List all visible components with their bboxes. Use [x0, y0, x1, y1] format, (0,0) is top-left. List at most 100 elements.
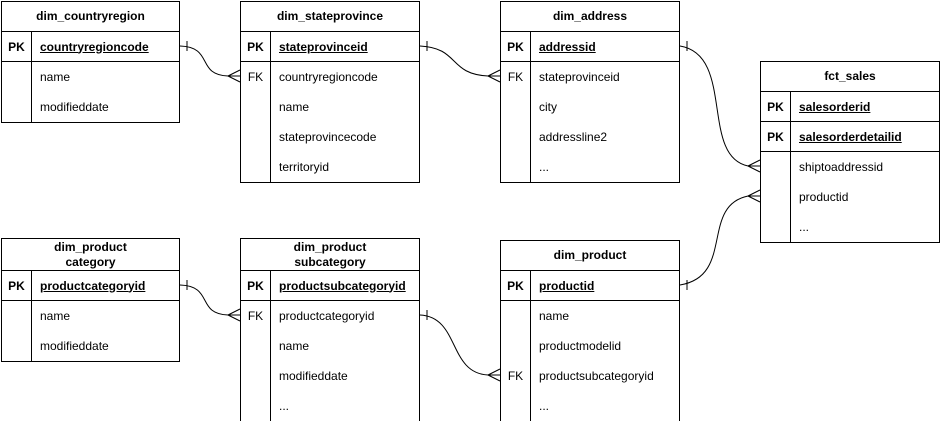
table-row: ... [241, 391, 419, 421]
key-badge: PK [8, 39, 25, 54]
key-badge: FK [247, 70, 264, 84]
table-row: modifieddate [241, 361, 419, 391]
column-name: productid [530, 271, 679, 300]
column-name: name [270, 331, 419, 361]
key-badge: PK [767, 99, 784, 114]
table-row: city [501, 92, 679, 122]
column-name: ... [530, 391, 679, 421]
table-fct-sales[interactable]: fct_sales PK salesorderid PK salesorderd… [760, 61, 940, 243]
table-row: PK productsubcategoryid [241, 271, 419, 301]
key-badge [501, 92, 530, 122]
column-name: ... [270, 391, 419, 421]
table-row: PK addressid [501, 32, 679, 62]
table-row: modifieddate [2, 92, 179, 122]
column-name: salesorderdetailid [790, 122, 939, 151]
column-name: shiptoaddressid [790, 152, 939, 182]
table-row: productmodelid [501, 331, 679, 361]
column-name: modifieddate [270, 361, 419, 391]
key-badge: PK [767, 129, 784, 144]
column-name: productsubcategoryid [270, 271, 419, 300]
table-row: PK countryregioncode [2, 32, 179, 62]
table-row: PK productcategoryid [2, 271, 179, 301]
key-badge [241, 92, 270, 122]
table-title: fct_sales [761, 62, 939, 92]
column-name: productmodelid [530, 331, 679, 361]
column-name: stateprovinceid [270, 32, 419, 61]
column-name: countryregioncode [31, 32, 179, 61]
relationship-productcategory-productsubcategory [179, 280, 241, 322]
relationship-stateprovince-address [419, 41, 501, 83]
key-badge: PK [247, 39, 264, 54]
table-row: ... [501, 152, 679, 182]
column-name: addressid [530, 32, 679, 61]
table-title: dim_stateprovince [241, 2, 419, 32]
table-row: shiptoaddressid [761, 152, 939, 182]
table-row: FK productcategoryid [241, 301, 419, 331]
table-row: productid [761, 182, 939, 212]
table-dim-address[interactable]: dim_address PK addressid FK stateprovinc… [500, 1, 680, 183]
table-row: name [241, 331, 419, 361]
table-title: dim_product [501, 241, 679, 271]
table-row: FK productsubcategoryid [501, 361, 679, 391]
column-name: stateprovinceid [530, 62, 679, 92]
table-row: ... [761, 212, 939, 242]
key-badge [501, 152, 530, 182]
key-badge [761, 152, 790, 182]
table-title: dim_countryregion [2, 2, 179, 32]
relationship-productsubcategory-product [419, 310, 501, 382]
key-badge: FK [507, 70, 524, 84]
cardinality-many-crowfoot [747, 189, 761, 203]
table-dim-product-category[interactable]: dim_product category PK productcategoryi… [1, 238, 180, 362]
cardinality-many-crowfoot [747, 159, 761, 173]
key-badge: FK [507, 369, 524, 383]
table-row: PK salesorderid [761, 92, 939, 122]
cardinality-many-crowfoot [227, 69, 241, 83]
table-title: dim_product category [2, 239, 179, 271]
key-badge [501, 122, 530, 152]
column-name: productsubcategoryid [530, 361, 679, 391]
key-badge [241, 331, 270, 361]
key-badge [761, 212, 790, 242]
key-badge [501, 391, 530, 421]
table-title: dim_product subcategory [241, 239, 419, 271]
key-badge [2, 92, 31, 122]
table-row: FK countryregioncode [241, 62, 419, 92]
column-name: modifieddate [31, 92, 179, 122]
cardinality-many-crowfoot [487, 368, 501, 382]
key-badge [241, 391, 270, 421]
column-name: territoryid [270, 152, 419, 182]
table-row: name [2, 301, 179, 331]
key-badge: PK [247, 278, 264, 293]
key-badge [2, 331, 31, 361]
table-dim-stateprovince[interactable]: dim_stateprovince PK stateprovinceid FK … [240, 1, 420, 183]
key-badge: FK [247, 309, 264, 323]
table-dim-countryregion[interactable]: dim_countryregion PK countryregioncode n… [1, 1, 180, 123]
key-badge [761, 182, 790, 212]
table-dim-product-subcategory[interactable]: dim_product subcategory PK productsubcat… [240, 238, 420, 421]
table-title: dim_address [501, 2, 679, 32]
table-row: PK salesorderdetailid [761, 122, 939, 152]
column-name: name [270, 92, 419, 122]
table-row: name [501, 301, 679, 331]
relationship-address-fctsales [679, 41, 761, 173]
key-badge: PK [507, 39, 524, 54]
column-name: addressline2 [530, 122, 679, 152]
column-name: productcategoryid [31, 271, 179, 300]
table-row: stateprovincecode [241, 122, 419, 152]
table-row: PK stateprovinceid [241, 32, 419, 62]
column-name: ... [790, 212, 939, 242]
table-dim-product[interactable]: dim_product PK productid name productmod… [500, 240, 680, 421]
column-name: productcategoryid [270, 301, 419, 331]
cardinality-many-crowfoot [227, 308, 241, 322]
table-row: ... [501, 391, 679, 421]
key-badge: PK [8, 278, 25, 293]
key-badge [241, 361, 270, 391]
key-badge [241, 122, 270, 152]
key-badge [501, 331, 530, 361]
column-name: productid [790, 182, 939, 212]
column-name: ... [530, 152, 679, 182]
column-name: name [530, 301, 679, 331]
table-row: name [2, 62, 179, 92]
relationship-product-fctsales [679, 189, 761, 290]
